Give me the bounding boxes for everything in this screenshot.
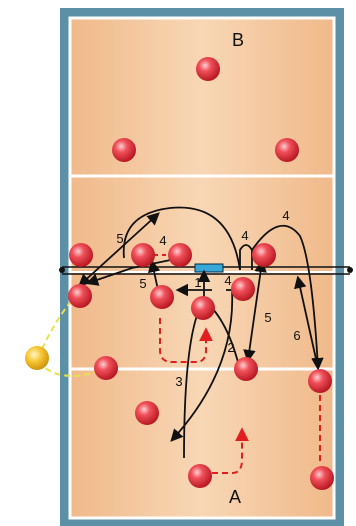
net-post-right bbox=[347, 267, 353, 273]
player-b-red-ball-icon[interactable] bbox=[168, 243, 192, 267]
player-a-red-ball-icon[interactable] bbox=[135, 401, 159, 425]
player-a-red-ball-icon[interactable] bbox=[94, 356, 118, 380]
yellow-ball-icon[interactable] bbox=[25, 346, 49, 370]
player-b-red-ball-icon[interactable] bbox=[275, 138, 299, 162]
player-a-red-ball-icon[interactable] bbox=[68, 284, 92, 308]
player-b-red-ball-icon[interactable] bbox=[69, 243, 93, 267]
route-number: 4 bbox=[241, 228, 248, 243]
route-number: 5 bbox=[139, 276, 146, 291]
player-a-red-ball-icon[interactable] bbox=[150, 285, 174, 309]
route-number: 5 bbox=[264, 310, 271, 325]
route-number: 6 bbox=[293, 328, 300, 343]
route-number: 4 bbox=[282, 208, 289, 223]
team-a-label: A bbox=[229, 487, 241, 507]
route-number: 2 bbox=[227, 340, 234, 355]
player-b-red-ball-icon[interactable] bbox=[131, 243, 155, 267]
route-number: 4 bbox=[159, 233, 166, 248]
player-a-red-ball-icon[interactable] bbox=[188, 464, 212, 488]
team-b-label: B bbox=[232, 30, 244, 50]
player-b-red-ball-icon[interactable] bbox=[196, 57, 220, 81]
route-number: 5 bbox=[116, 231, 123, 246]
player-a-red-ball-icon[interactable] bbox=[231, 277, 255, 301]
antenna-block bbox=[195, 264, 223, 272]
player-a-red-ball-icon[interactable] bbox=[310, 466, 334, 490]
route-number: 4 bbox=[224, 273, 231, 288]
player-a-red-ball-icon[interactable] bbox=[308, 369, 332, 393]
route-number: 1 bbox=[194, 275, 201, 290]
net-post-left bbox=[59, 267, 65, 273]
player-a-red-ball-icon[interactable] bbox=[191, 296, 215, 320]
route-number: 3 bbox=[175, 374, 182, 389]
player-b-red-ball-icon[interactable] bbox=[252, 243, 276, 267]
player-b-red-ball-icon[interactable] bbox=[112, 138, 136, 162]
player-a-red-ball-icon[interactable] bbox=[234, 357, 258, 381]
